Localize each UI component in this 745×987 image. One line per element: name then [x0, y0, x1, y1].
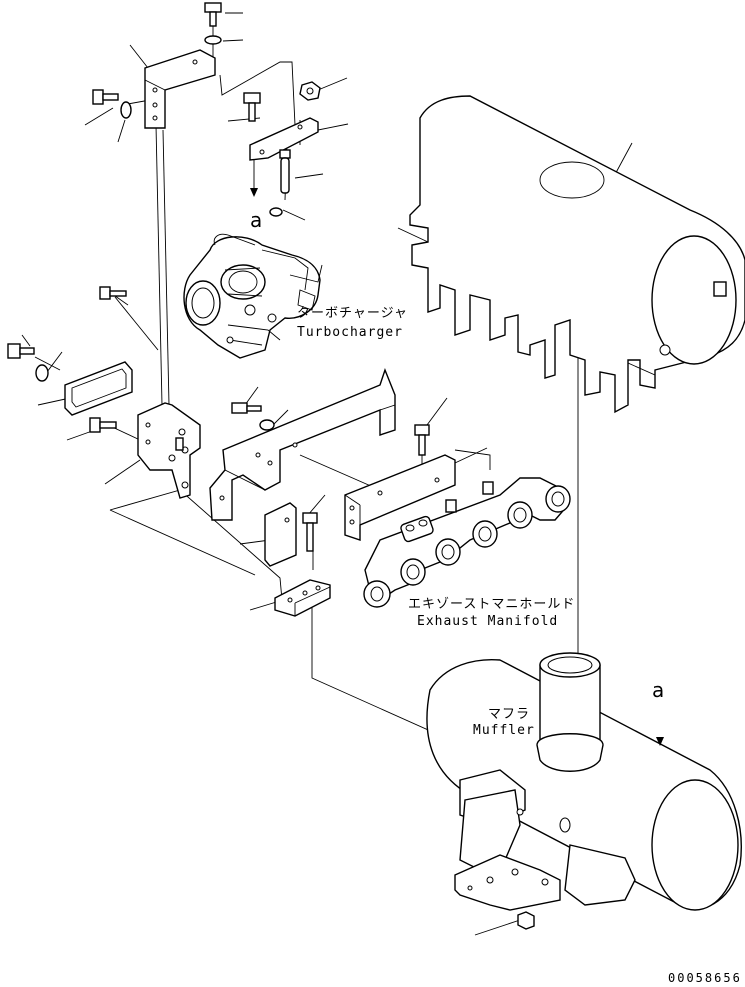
turbo-stay-plate [249, 117, 319, 161]
bolt-left [7, 343, 35, 359]
top-bolt [204, 2, 222, 27]
long-support-bracket [209, 367, 396, 521]
shield-bolt [302, 512, 318, 552]
turbocharger-label-jp: ターボチャージャ [297, 306, 408, 321]
stud [279, 149, 291, 194]
arrow-a-down [250, 188, 258, 197]
spacer-block [274, 579, 331, 617]
bolt-upper-left [99, 286, 127, 300]
ref-a-top: a [250, 208, 262, 232]
small-heat-shield [264, 502, 297, 567]
washer-left-lower [35, 364, 49, 382]
turbocharger-label-en: Turbocharger [297, 325, 403, 340]
bolt-lower-left [89, 417, 117, 433]
washer-left [120, 101, 132, 119]
exhaust-manifold [363, 477, 571, 608]
manifold-heat-shield [344, 454, 456, 541]
muffler-label-en: Muffler [473, 723, 535, 738]
side-mounting-bracket [137, 402, 201, 499]
ref-a-right: a [652, 678, 664, 702]
manifold-bolt [414, 424, 430, 456]
turbo-stay-nut [299, 81, 321, 101]
top-washer [204, 35, 222, 45]
turbocharger [183, 233, 323, 359]
gasket-plate [64, 361, 133, 416]
manifold-label-jp: エキゾーストマニホールド [408, 597, 575, 612]
bottom-nut [517, 911, 535, 930]
turbo-stay-bolt [243, 92, 261, 122]
drawing-number: 00058656 [668, 971, 742, 985]
muffler [426, 652, 742, 911]
arrow-a-right [656, 737, 664, 746]
manifold-label-en: Exhaust Manifold [417, 614, 558, 629]
bracket-bolt-left [92, 89, 119, 105]
upper-mounting-bracket [144, 49, 216, 129]
muffler-label-jp: マフラ [488, 707, 530, 722]
stay-washer [269, 207, 283, 217]
muffler-cover [397, 95, 745, 414]
